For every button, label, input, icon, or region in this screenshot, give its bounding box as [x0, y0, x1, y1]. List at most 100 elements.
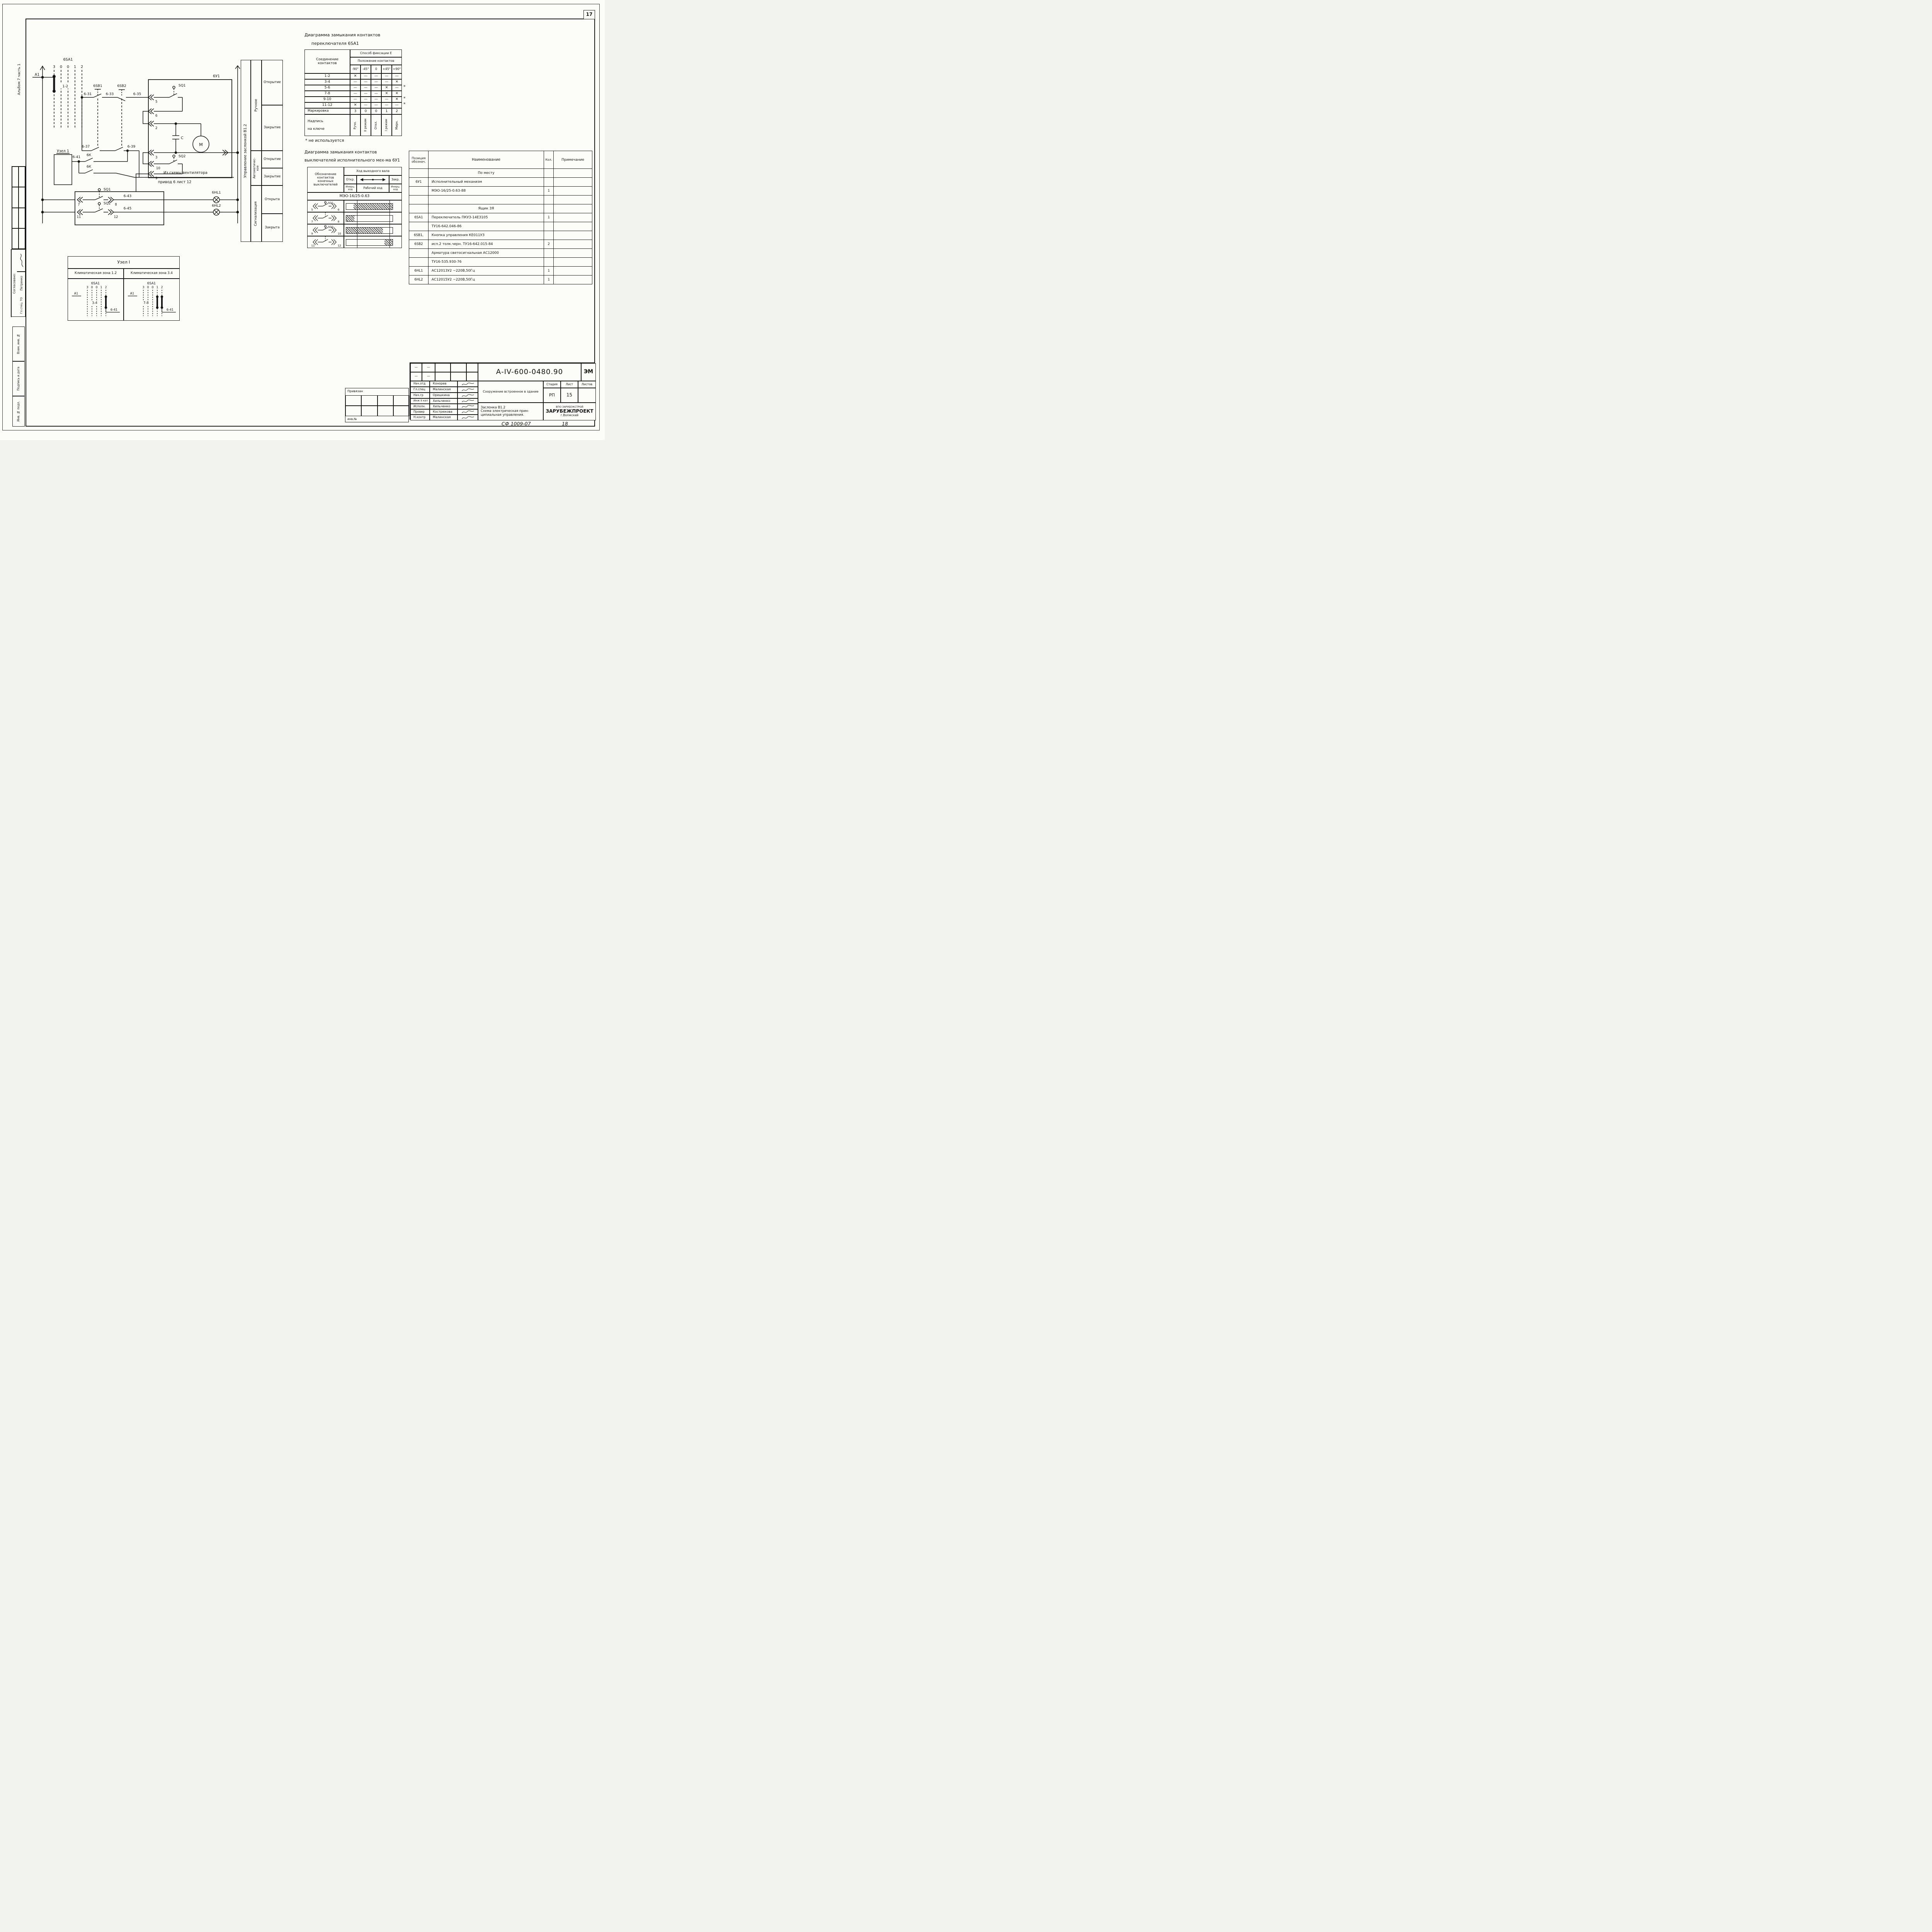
pin-9: 9 [155, 177, 157, 180]
d2-r3-pin-a: 9 [311, 232, 313, 235]
tb-change-cell [435, 363, 451, 372]
uzel-zone-12: Климатическая зона 1.2 [68, 269, 124, 279]
junction-dots [41, 75, 239, 214]
d1-mark-3: 1 [381, 108, 392, 114]
mode-group-signal: Сигнализация [251, 185, 262, 242]
diagram1-table: Соединение контактов Способ фиксации Е П… [304, 49, 402, 136]
relay-contact-6k-2: 6К [87, 165, 92, 169]
diagram2-title-line2: выключателей исполнительного мех-ма 6У1 [304, 158, 400, 163]
d1-row4-m3: ✕ [381, 91, 392, 97]
wire-6-43: 6-43 [124, 194, 131, 198]
archive-code: СФ 1009-07 [502, 421, 531, 427]
actuator-6u1-label: 6У1 [213, 74, 220, 78]
pin-7: 7 [78, 203, 80, 207]
travel-direction-arrow-icon [360, 178, 386, 181]
pin-12: 12 [114, 215, 118, 219]
d1-row1-contacts: 1-2 [304, 73, 350, 79]
d1-key-1: II режим [361, 114, 371, 136]
parts-table: Позиция обознач. Наименование Кол. Приме… [409, 151, 592, 284]
d1-pos-45: +45° [381, 65, 392, 73]
pin-11: 11 [77, 215, 81, 219]
mode-row-closed: Закрыта [262, 214, 283, 242]
d1-row5-m0: — [350, 97, 361, 102]
uzel34-wire: 6-41 [167, 308, 173, 311]
tb-role-6: Н.контр [410, 415, 430, 420]
d2-r3-pin-b: 10 [338, 232, 341, 235]
uzel12-sa1: 6SA1 [91, 282, 100, 286]
button-6sb2-label: 6SB2 [117, 84, 126, 88]
tb-sig-3 [457, 398, 478, 404]
archive-code-number: 18 [562, 421, 568, 427]
signature-squiggle [461, 410, 474, 413]
d2-work-stroke: Рабочий ход [357, 184, 389, 192]
title-block: — — — — А-IV-600-0480.90 ЭМ Нач.отд Коно… [410, 362, 596, 420]
d2-row4-bar [344, 236, 402, 248]
parts-header-qty: Кол. [544, 151, 554, 169]
d1-row3-m1: — [361, 85, 371, 91]
object-name: Сооружение встроенное в здание [478, 381, 543, 403]
signature-squiggle [461, 388, 474, 391]
closed-zone [346, 227, 383, 234]
d2-r4-pin-b: 12 [338, 244, 341, 247]
relay-contact-6k-1: 6К [87, 153, 92, 157]
wire-6-41: 6-41 [73, 155, 80, 159]
sa1-pos-0b: 0 [67, 65, 69, 69]
signature-squiggle [461, 405, 474, 408]
album-label: Альбом 7 часть 1 [17, 63, 21, 95]
d1-header-position: Положение контактов [350, 57, 402, 65]
contact-symbol-7-8: 7 8 [311, 213, 339, 223]
control-schematic: А1 6SA1 3 0 0 1 2 1-2 6-31 6SB1 6-33 6SB… [32, 58, 244, 225]
d2-r2-pin-a: 7 [311, 220, 313, 223]
frame-label-inv: Инв. № подл. [12, 396, 25, 427]
parts-row: 6SA1 Переключатель ПКУЗ-14ЕЗ105 1 [409, 213, 592, 222]
d1-row6-contacts: 11-12 [304, 102, 350, 108]
sa1-pos-1: 1 [74, 65, 76, 69]
tb-sig-6 [457, 415, 478, 420]
frame-label-vzam: Взам. инв. № [12, 327, 25, 361]
pin-3: 3 [155, 156, 157, 160]
uzel-detail-table: Узел I Климатическая зона 1.2 Климатичес… [68, 256, 180, 321]
d1-row1-m0: ✕ [350, 73, 361, 79]
fan-note-line2: привод 6 лист 12 [158, 180, 192, 184]
sq1-lower-label: SQ1 [104, 188, 111, 192]
d1-row1-m4: — [392, 73, 402, 79]
d1-row5-m2: — [371, 97, 381, 102]
d1-row4-m2: — [371, 91, 381, 97]
d1-row5-contacts: 9-10 [304, 97, 350, 102]
d1-row6-m0: ✕ [350, 102, 361, 108]
sheet-header: Лист [561, 381, 578, 388]
d1-key-3: I режим [381, 114, 392, 136]
d1-mark-4: 2 [392, 108, 402, 114]
mode-row-close-manual: Закрытие [262, 105, 283, 151]
wire-6-35: 6-35 [133, 92, 141, 96]
parts-row: По месту [409, 169, 592, 178]
uzel-1-callout: Узел 1 [57, 149, 69, 153]
d1-row2-contacts: 3-4 [304, 79, 350, 85]
d1-row3-contacts: 5-6 [304, 85, 350, 91]
uzel-diagram-zone12: 6SA1 3 0 0 1 2 А1 3-4 6-41 [68, 279, 124, 321]
d1-mark-0: 3 [350, 108, 361, 114]
uzel12-wire: 6-41 [111, 308, 117, 311]
sheet-title-line3: ципиальная управления. [481, 413, 524, 417]
uzel-zone-34: Климатическая зона 3.4 [124, 269, 180, 279]
sheet-title-line2: Схема электрическая прин- [481, 409, 529, 413]
parts-row: Ящик 3Я [409, 204, 592, 213]
svg-text:1: 1 [156, 286, 158, 289]
attachment-grid [345, 395, 409, 416]
parts-row: 6SB1, Кнопка управления КЕ011УЗ [409, 231, 592, 240]
sheet-title: Заслонка В1.2 Схема электрическая прин- … [478, 403, 543, 420]
signature-squiggle [461, 382, 474, 385]
pin-2: 2 [155, 126, 157, 130]
organisation: ВПО ЗАРУБЕЖСТРОЙ ЗАРУБЕЖПРОЕКТ г.Волжски… [543, 403, 596, 420]
d1-row4-m0: — [350, 91, 361, 97]
tb-role-2: Нач.гр [410, 393, 430, 398]
d2-header-shaft: Ход выходного вала [344, 167, 402, 175]
parts-row: ТУ16-642.046-86 [409, 222, 592, 231]
agreed-label: Согласовано: [11, 250, 17, 317]
parts-header-pos: Позиция обознач. [409, 151, 429, 169]
fan-note-line1: Из схемы вентилятора [163, 171, 207, 175]
mode-table-title: Управление заслонкой В1.2 [241, 60, 251, 242]
parts-row: 6У1 Исполнительный механизм [409, 178, 592, 187]
d2-arrow-cell [357, 175, 389, 184]
signature-squiggle [461, 394, 474, 397]
